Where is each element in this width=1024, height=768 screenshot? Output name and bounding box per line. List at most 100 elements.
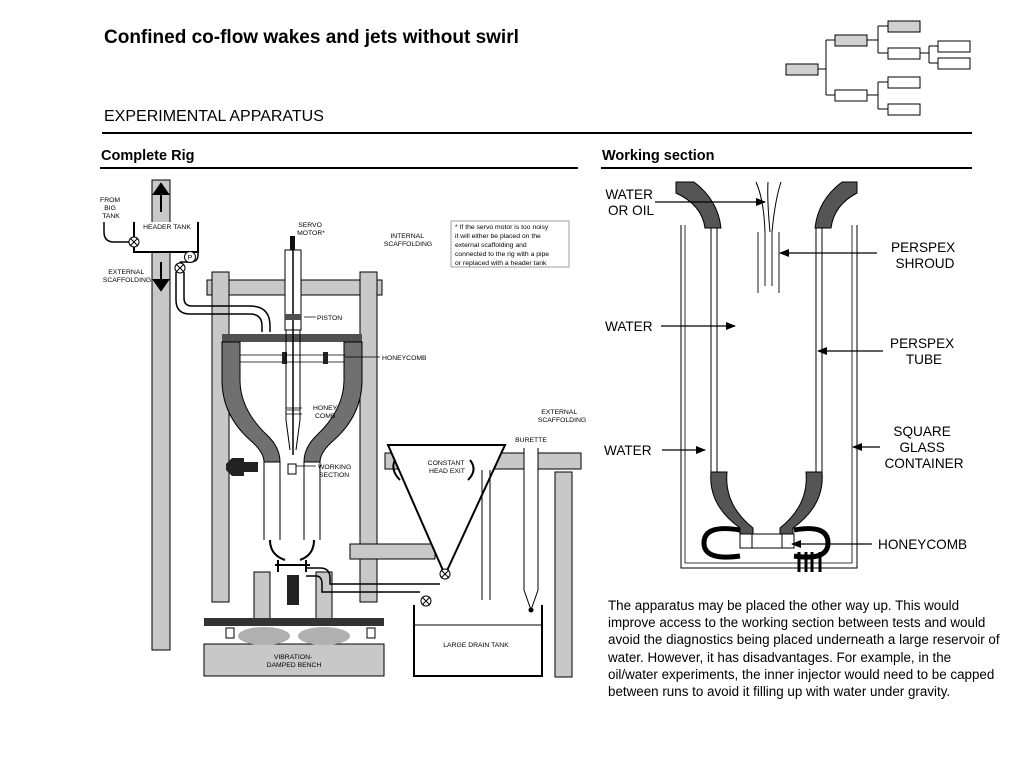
thumb-box-a2	[887, 47, 921, 60]
working-section-rule	[601, 167, 972, 169]
water-2-label: WATER	[604, 443, 652, 458]
thumb-connector-2	[867, 25, 888, 54]
inlet-pipe	[103, 222, 134, 243]
working-section-label: WORKING SECTION	[318, 464, 353, 479]
down-arrow-icon	[152, 262, 170, 292]
section-rule	[102, 132, 972, 134]
from-big-tank-label: FROM BIG TANK	[100, 197, 122, 220]
honeycomb-label: HONEYCOMB	[382, 355, 427, 362]
damper-left	[238, 627, 290, 645]
reservoir-top-plate	[222, 334, 362, 342]
working-section-diagram: WATER OR OIL PERSPEX SHROUD WATER PERSPE…	[604, 181, 967, 572]
injector-top-right	[771, 181, 782, 233]
inlet-left-dark	[675, 181, 722, 229]
camera-icon	[226, 458, 244, 476]
reservoir-left-wall	[221, 341, 281, 463]
working-section-title: Working section	[602, 148, 715, 164]
complete-rig-diagram: FROM BIG TANK HEADER TANK P EXTERNAL SCA…	[100, 179, 586, 678]
servo-motor-label: SERVO MOTOR*	[297, 222, 325, 237]
working-section-injector-tip	[287, 463, 297, 475]
header-tank-label: HEADER TANK	[143, 224, 191, 231]
pump-label: P	[188, 255, 193, 262]
injector-top	[755, 181, 771, 233]
constant-head-weir	[392, 459, 475, 481]
inner-honeycomb	[286, 407, 302, 415]
camera-lens	[244, 462, 258, 472]
thumb-connector-3	[867, 81, 888, 110]
thumb-box-a2b	[937, 57, 971, 70]
inner-scaffold-post-right	[359, 271, 378, 603]
outline-thumbnail	[785, 20, 971, 116]
right-scaffold-post	[554, 471, 573, 678]
thumb-box-b2	[887, 103, 921, 116]
lower-scaffold-beam	[349, 543, 436, 560]
large-drain-tank-label: LARGE DRAIN TANK	[443, 642, 509, 649]
piston-icon	[285, 314, 301, 320]
head-valve-cross	[440, 569, 450, 579]
water-1-label: WATER	[605, 319, 653, 334]
bench-spring-right	[366, 627, 376, 639]
outlet-valve-cross	[175, 263, 185, 273]
overflow-pipe	[481, 470, 491, 600]
perspex-shroud	[757, 232, 780, 293]
inlet-right-dark	[814, 181, 858, 229]
square-glass-container-inner	[684, 225, 853, 564]
thumb-connector-4	[920, 45, 938, 64]
thumb-box-a1	[887, 20, 921, 33]
honeycomb-ring-left	[701, 526, 741, 560]
honeycomb-block-right	[323, 352, 328, 364]
lower-contraction	[269, 539, 315, 572]
inner-injector	[285, 330, 301, 451]
thumb-box-b	[834, 89, 868, 102]
note-box	[450, 220, 570, 268]
thumb-box-a	[834, 34, 868, 47]
burette-label: BURETTE	[515, 437, 547, 444]
section-title: EXPERIMENTAL APPARATUS	[104, 108, 324, 125]
vibration-damped-bench-label: VIBRATION- DAMPED BENCH	[267, 654, 322, 669]
constant-head-exit-label: CONSTANT HEAD EXIT	[428, 460, 467, 475]
honeycomb-dividers	[751, 534, 783, 548]
thumb-box-root	[785, 63, 819, 76]
contraction-right-dark	[779, 471, 823, 544]
pump-icon	[184, 251, 196, 263]
drain-valve-cross	[421, 596, 431, 606]
damper-right	[298, 627, 350, 645]
constant-head-tank	[386, 444, 507, 578]
bench-top-plate	[204, 618, 384, 626]
thumb-box-b1	[887, 76, 921, 89]
perspex-tube	[710, 228, 823, 472]
support-leg-left	[253, 571, 271, 621]
burette-icon	[523, 448, 539, 612]
square-glass-container-label: SQUARE GLASS CONTAINER	[884, 424, 963, 471]
honeycomb-block-left	[282, 352, 287, 364]
description-paragraph: The apparatus may be placed the other wa…	[608, 598, 1000, 700]
up-arrow-icon	[152, 182, 170, 212]
thumb-box-a2a	[937, 40, 971, 53]
outlet-pipes	[797, 552, 822, 572]
working-section-tube	[263, 462, 321, 540]
inlet-valve-cross	[129, 237, 139, 247]
perspex-tube-label: PERSPEX TUBE	[890, 336, 958, 367]
reservoir-right-wall	[303, 341, 363, 463]
vibration-damped-bench	[203, 643, 385, 677]
thumb-connector-1	[818, 39, 835, 96]
square-glass-container	[680, 225, 858, 569]
external-scaffolding-left-label: EXTERNAL SCAFFOLDING	[103, 269, 151, 284]
piston-label: PISTON	[317, 315, 342, 322]
external-scaffolding-right-label: EXTERNAL SCAFFOLDING	[538, 409, 586, 424]
feed-pipe	[175, 272, 271, 332]
honey-comb-label: HONEY COMB	[313, 405, 339, 420]
complete-rig-rule	[100, 167, 578, 169]
honeycomb-block	[739, 533, 795, 549]
drain-pipe	[306, 567, 440, 593]
internal-scaffolding-label: INTERNAL SCAFFOLDING	[384, 233, 432, 248]
perspex-shroud-label: PERSPEX SHROUD	[891, 240, 959, 271]
inner-scaffold-post-left	[211, 271, 230, 603]
rig-leader-lines	[287, 316, 380, 467]
left-scaffold-post	[151, 179, 171, 651]
page-title: Confined co-flow wakes and jets without …	[104, 27, 519, 48]
servo-note-text: * If the servo motor is too noisy it wil…	[455, 224, 551, 267]
honeycomb-ws-label: HONEYCOMB	[878, 537, 967, 552]
bench-spring-left	[225, 627, 235, 639]
large-drain-tank	[413, 605, 543, 677]
